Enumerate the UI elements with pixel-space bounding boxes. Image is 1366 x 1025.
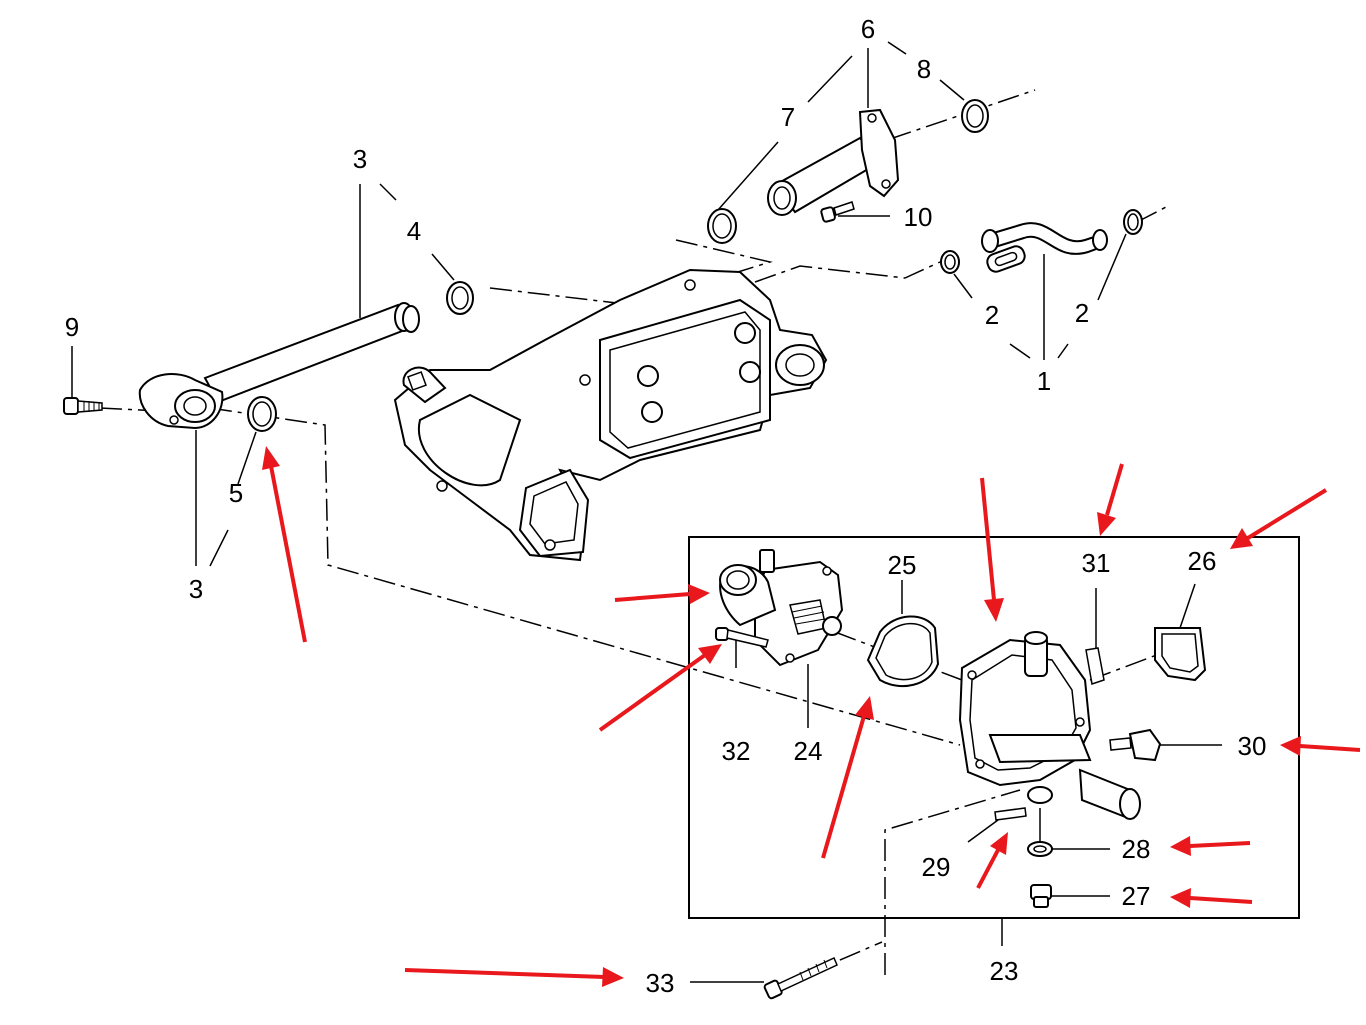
callout-26: 26 [1188, 546, 1217, 576]
clip-29 [994, 807, 1027, 821]
callout-2-right: 2 [1075, 298, 1089, 328]
clip-31 [1085, 647, 1105, 685]
red-arrow-to-part-25 [821, 696, 874, 859]
o-ring-4 [446, 281, 474, 315]
oil-cooler-housing [393, 268, 828, 562]
red-arrow-to-part-26 [1230, 488, 1328, 549]
bolt-10 [820, 201, 855, 223]
callout-33: 33 [646, 968, 675, 998]
o-ring-8 [961, 99, 989, 133]
thermostat-housing-main [958, 631, 1141, 820]
o-ring-2-left [940, 250, 960, 274]
red-arrow-to-part-29 [976, 832, 1008, 889]
callout-1: 1 [1037, 366, 1051, 396]
callout-24: 24 [794, 736, 823, 766]
gasket-25 [866, 615, 940, 688]
callout-10: 10 [904, 202, 933, 232]
callout-2-left: 2 [985, 300, 999, 330]
callout-9: 9 [65, 312, 79, 342]
coolant-pipe-6 [767, 108, 900, 216]
callout-31: 31 [1082, 548, 1111, 578]
o-ring-2-right [1123, 209, 1143, 235]
highlight-arrows [262, 446, 1361, 987]
red-arrow-to-housing [980, 477, 1004, 622]
coolant-hose-1 [981, 222, 1108, 273]
o-ring-5 [247, 396, 277, 432]
callout-6: 6 [861, 14, 875, 44]
callout-3-top: 3 [353, 144, 367, 174]
callout-29: 29 [922, 852, 951, 882]
callout-23: 23 [990, 956, 1019, 986]
callout-25: 25 [888, 550, 917, 580]
thermostat-cover-24 [719, 549, 844, 667]
red-arrow-to-part-5 [262, 446, 307, 643]
plug-27 [1030, 884, 1052, 908]
red-arrow-to-part-32 [598, 644, 722, 732]
callout-5: 5 [229, 478, 243, 508]
assembly-group-frame [688, 536, 1300, 946]
callout-28: 28 [1122, 834, 1151, 864]
callout-7: 7 [781, 102, 795, 132]
callout-8: 8 [917, 54, 931, 84]
seal-ring-28 [1027, 841, 1053, 857]
red-arrow-to-part-28 [1170, 836, 1251, 856]
bolt-33 [763, 956, 838, 1000]
oil-pipe [138, 302, 420, 430]
red-arrow-to-part-24 [614, 584, 710, 604]
red-arrow-to-part-31 [1097, 463, 1124, 536]
bolt-9 [63, 397, 103, 415]
red-arrow-to-part-30 [1280, 736, 1361, 756]
callout-labels: 6 8 7 3 10 4 9 2 2 1 5 3 31 26 25 32 24 … [65, 14, 1267, 998]
leader-lines [71, 41, 1222, 983]
red-arrow-to-part-33 [404, 967, 624, 987]
assembly-centerlines [99, 89, 1171, 991]
red-arrow-to-part-27 [1170, 888, 1253, 908]
callout-27: 27 [1122, 881, 1151, 911]
bolt-32 [715, 627, 769, 648]
callout-3-bottom: 3 [189, 574, 203, 604]
callout-32: 32 [722, 736, 751, 766]
sensor-30 [1109, 728, 1162, 762]
callout-4: 4 [407, 216, 421, 246]
callout-30: 30 [1238, 731, 1267, 761]
o-ring-7 [707, 208, 737, 244]
gasket-26 [1154, 627, 1207, 682]
